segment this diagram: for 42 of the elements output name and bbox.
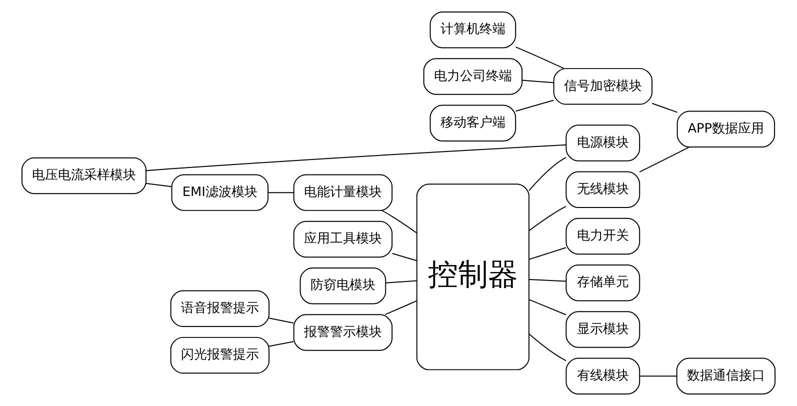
node-box: 数据通信接口 xyxy=(676,358,776,394)
node-box: 电能计量模块 xyxy=(293,174,393,211)
connector xyxy=(528,206,566,232)
node-box: 电压电流采样模块 xyxy=(21,157,146,194)
connector xyxy=(528,247,566,260)
node-box: 报警警示模块 xyxy=(293,314,393,351)
connector xyxy=(528,299,566,316)
node-box: 电源模块 xyxy=(566,124,640,162)
connector xyxy=(385,280,417,284)
connector xyxy=(515,100,554,112)
node-box: 电力开关 xyxy=(566,218,640,255)
connector xyxy=(515,46,564,69)
connector xyxy=(146,182,172,188)
connector xyxy=(639,376,678,377)
node-box: 信号加密模块 xyxy=(553,68,652,105)
node-box: 防窃电模块 xyxy=(300,268,386,304)
connector xyxy=(528,279,566,282)
connector xyxy=(268,192,294,194)
connector xyxy=(384,300,418,316)
connector xyxy=(639,146,690,172)
node-box: 无线模块 xyxy=(566,171,640,208)
node-box: 闪光报警提示 xyxy=(170,336,270,374)
connector xyxy=(381,210,418,234)
node-box: 语音报警提示 xyxy=(170,290,270,328)
connector xyxy=(268,341,294,347)
node-box: EMI滤波模块 xyxy=(171,174,269,211)
connector xyxy=(528,157,566,192)
connector xyxy=(522,80,554,84)
node-box: 显示模块 xyxy=(566,311,640,348)
connector xyxy=(392,252,418,262)
node-box: 控制器 xyxy=(416,184,530,370)
node-box: 应用工具模块 xyxy=(293,220,393,258)
node-box: 移动客户端 xyxy=(430,104,516,142)
node-box: 计算机终端 xyxy=(430,12,516,48)
node-box: 电力公司终端 xyxy=(423,58,523,95)
connector xyxy=(528,333,566,362)
node-box: APP数据应用 xyxy=(676,110,776,148)
connector xyxy=(268,318,294,324)
connector xyxy=(146,144,567,172)
node-box: 存储单元 xyxy=(566,264,640,302)
node-box: 有线模块 xyxy=(566,358,640,394)
connector xyxy=(652,102,678,113)
